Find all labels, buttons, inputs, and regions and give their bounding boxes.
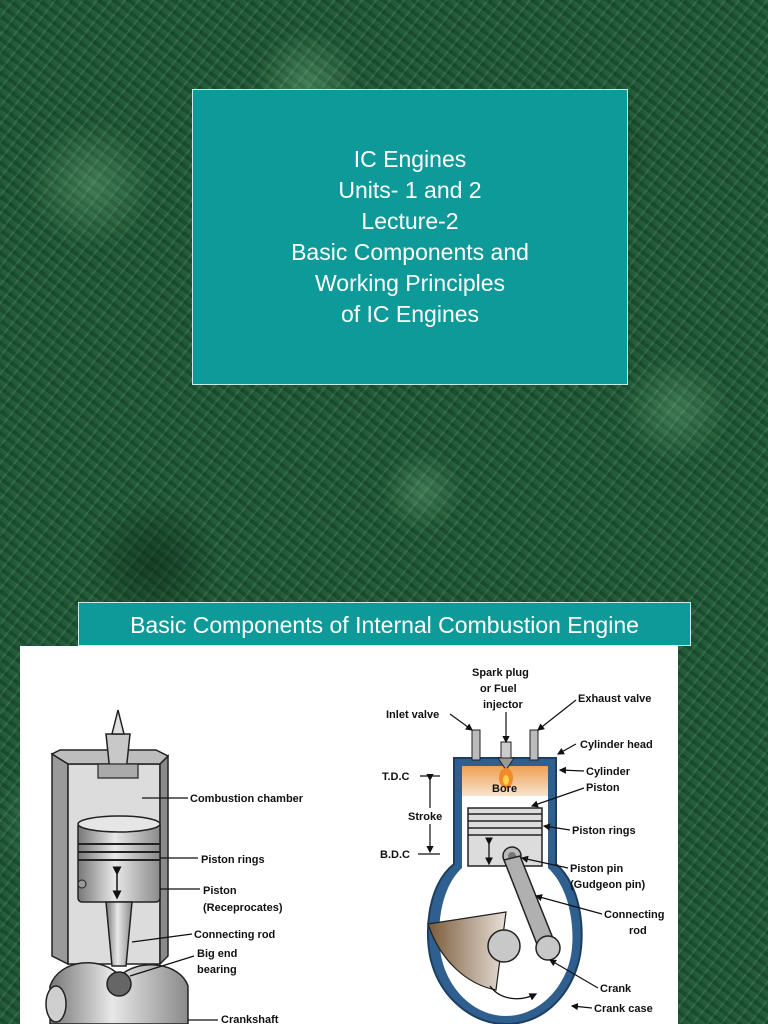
label-bdc: B.D.C: [380, 849, 410, 861]
label-crank: Crank: [600, 983, 632, 995]
label-rod: rod: [629, 925, 647, 937]
right-engine-illustration: [427, 729, 583, 1024]
label-combustion-chamber: Combustion chamber: [190, 793, 304, 805]
label-exhaust-valve: Exhaust valve: [578, 693, 651, 705]
label-stroke: Stroke: [408, 811, 442, 823]
label-spark-plug-3: injector: [483, 699, 523, 711]
label-inlet-valve: Inlet valve: [386, 709, 439, 721]
title-line-6: of IC Engines: [340, 301, 480, 327]
label-big-end: Big end: [197, 948, 237, 960]
title-line-5: Working Principles: [314, 270, 506, 296]
label-piston-left: Piston: [203, 885, 237, 897]
label-gudgeon-pin: (Gudgeon pin): [570, 879, 645, 891]
label-connecting-rod-left: Connecting rod: [194, 929, 275, 941]
title-line-2: Units- 1 and 2: [338, 177, 482, 203]
label-piston-right: Piston: [586, 782, 620, 794]
title-line-4: Basic Components and: [291, 239, 529, 265]
label-bore: Bore: [492, 783, 517, 795]
label-piston-pin: Piston pin: [570, 863, 623, 875]
title-card: IC Engines Units- 1 and 2 Lecture-2 Basi…: [192, 89, 628, 385]
label-piston-rings-left: Piston rings: [201, 854, 265, 866]
label-cylinder-head: Cylinder head: [580, 739, 653, 751]
label-tdc: T.D.C: [382, 771, 410, 783]
left-engine-illustration: [45, 709, 189, 1024]
label-piston-note: (Receprocates): [203, 902, 283, 914]
engine-diagram: Combustion chamber Piston rings Piston (…: [45, 667, 665, 1024]
section-banner: Basic Components of Internal Combustion …: [78, 602, 691, 646]
label-crankshaft: Crankshaft: [221, 1014, 279, 1024]
label-connecting: Connecting: [604, 909, 665, 921]
label-crank-case: Crank case: [594, 1003, 653, 1015]
label-spark-plug-2: or Fuel: [480, 683, 517, 695]
engine-diagram-panel: Combustion chamber Piston rings Piston (…: [20, 646, 678, 1024]
right-diagram-labels: Spark plug or Fuel injector Inlet valve …: [380, 667, 665, 1015]
left-diagram-labels: Combustion chamber Piston rings Piston (…: [129, 793, 304, 1024]
title-line-1: IC Engines: [353, 146, 467, 172]
title-line-3: Lecture-2: [361, 208, 459, 234]
label-spark-plug-1: Spark plug: [472, 667, 529, 679]
label-cylinder: Cylinder: [586, 766, 631, 778]
label-bearing: bearing: [197, 964, 237, 976]
label-piston-rings-right: Piston rings: [572, 825, 636, 837]
